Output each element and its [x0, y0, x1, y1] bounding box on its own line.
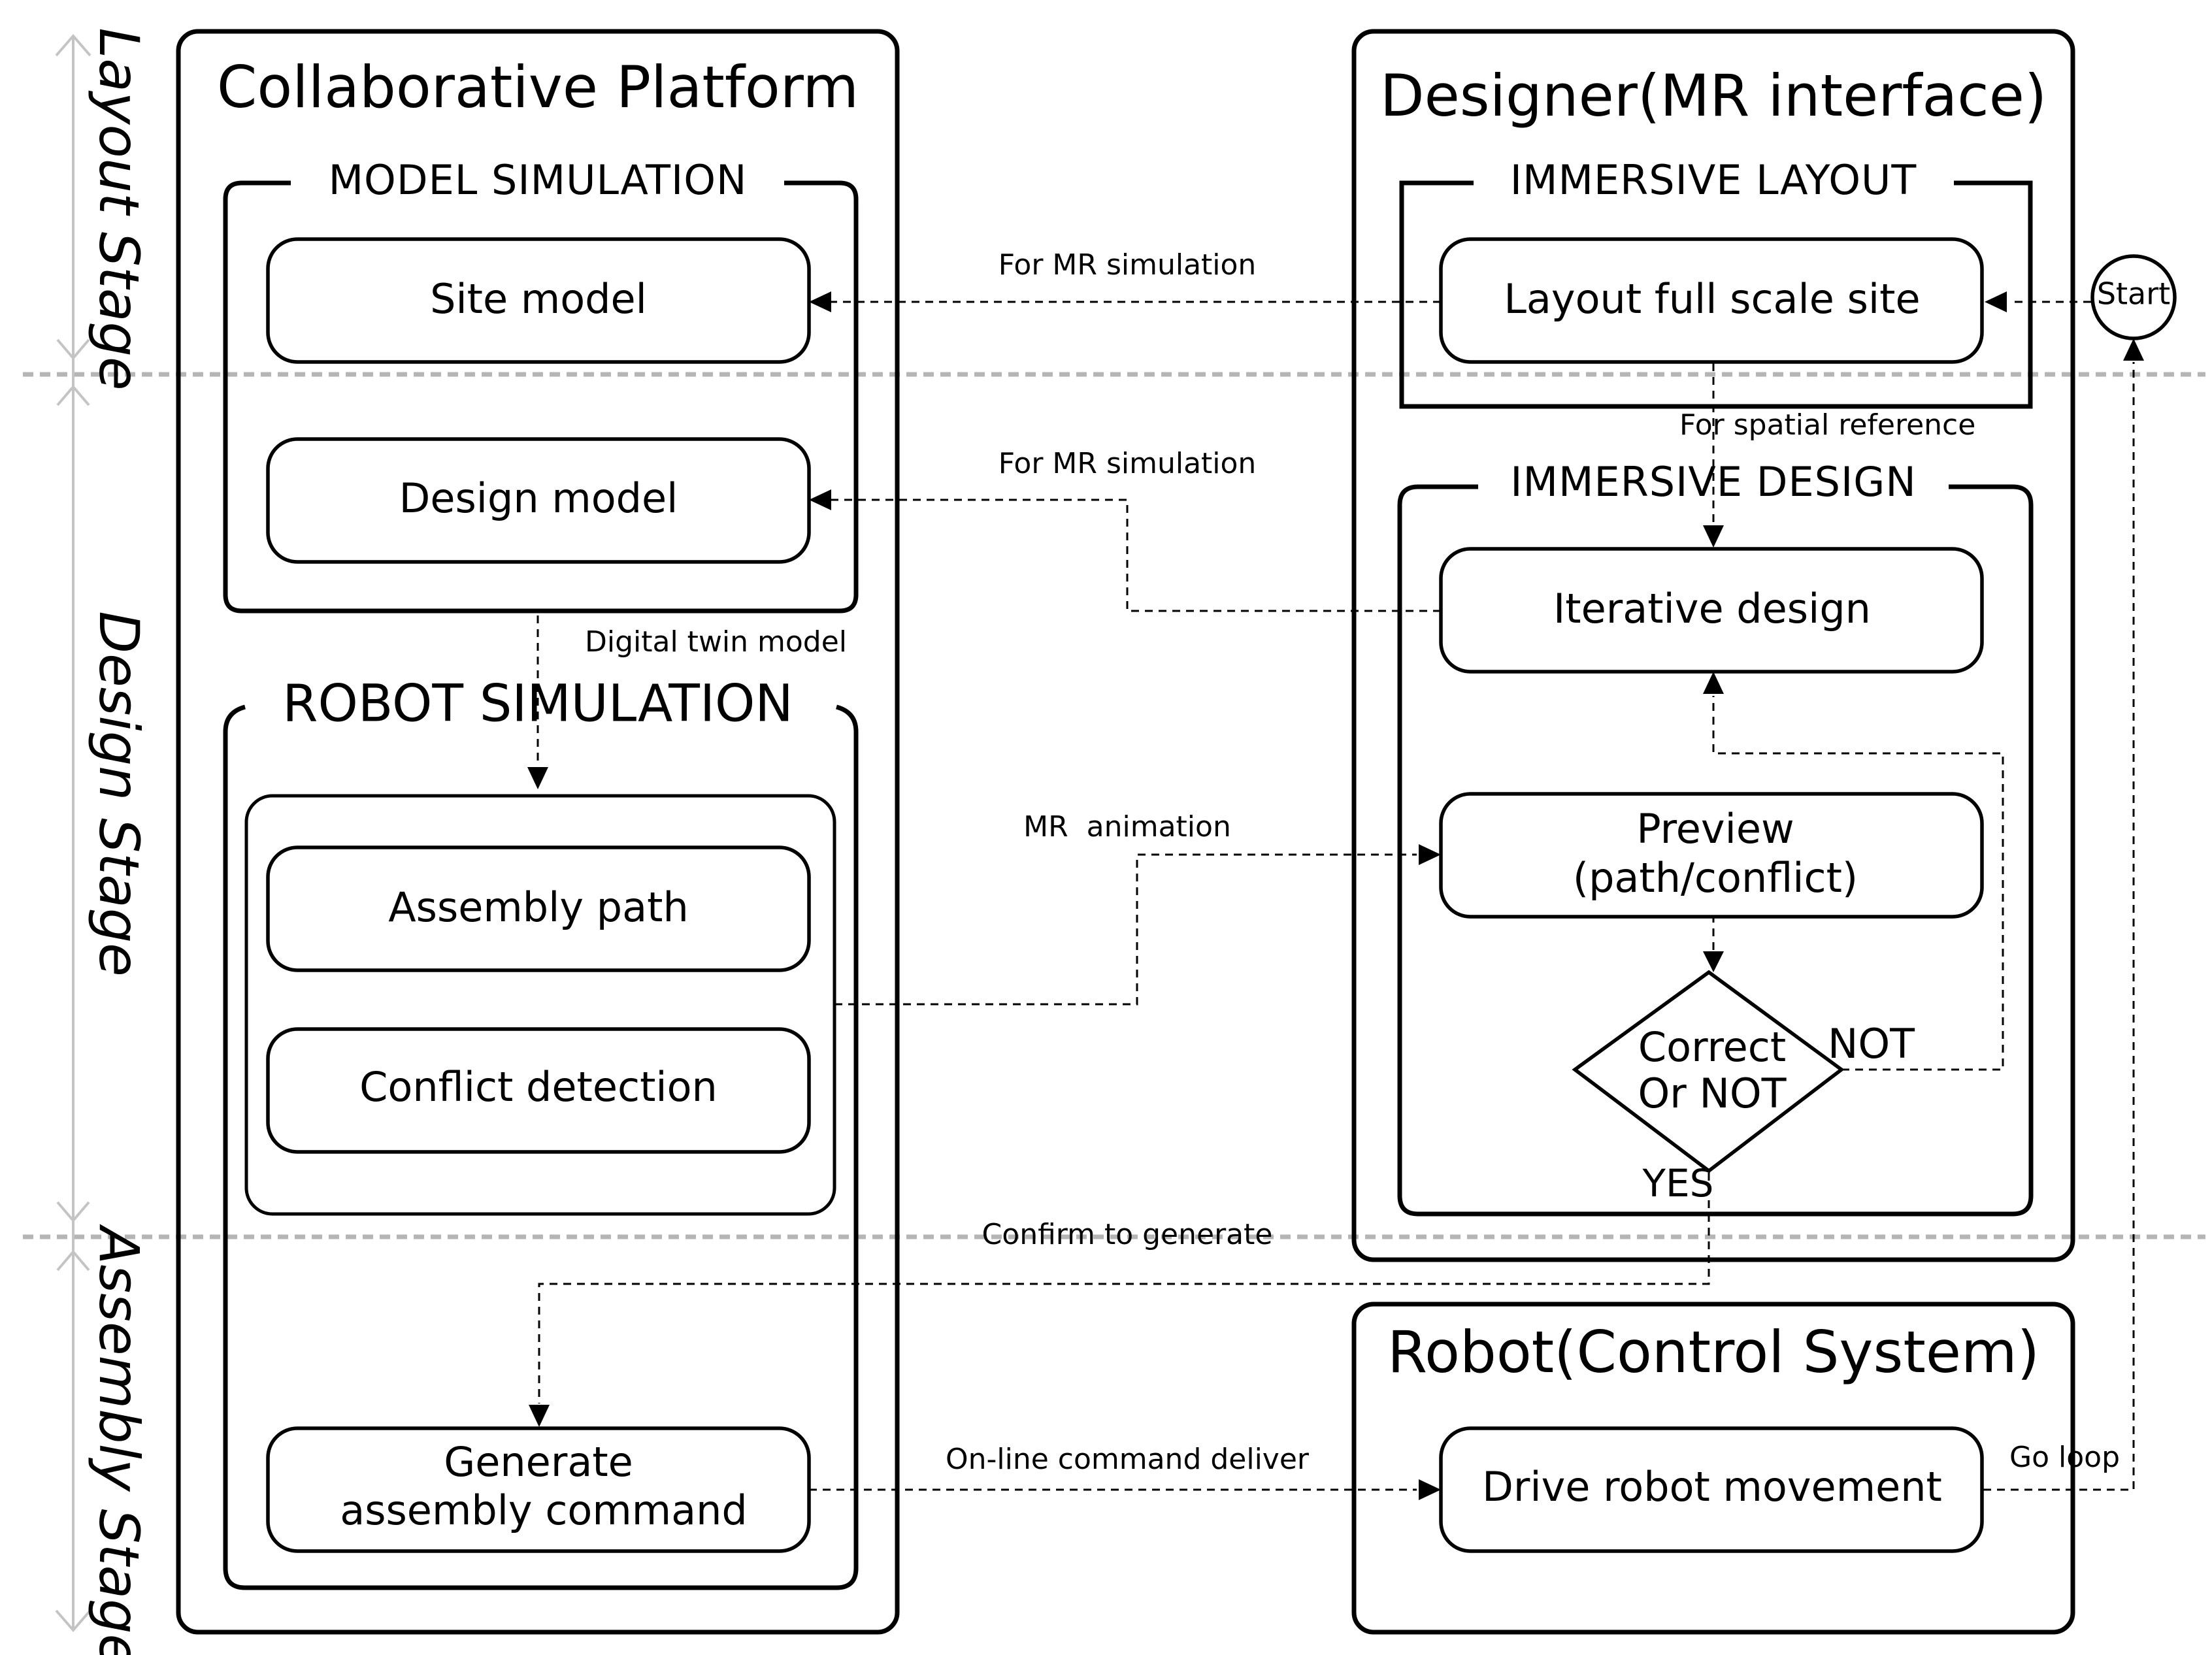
edge-not-loop-arrowhead	[1703, 672, 1724, 694]
node-drive-robot-movement-label: Drive robot movement	[1482, 1463, 1942, 1511]
node-conflict-detection[interactable]	[266, 1027, 811, 1154]
edge-mr-animation-arrowhead	[1419, 844, 1441, 865]
edge-go-loop-arrowhead	[2123, 338, 2144, 361]
lane-title-robot: Robot(Control System)	[1387, 1319, 2039, 1386]
node-site-model[interactable]	[266, 237, 811, 364]
node-site-model-label: Site model	[430, 275, 647, 323]
lane-title-platform: Collaborative Platform	[217, 54, 859, 121]
node-decision-label-line2: Or NOT	[1638, 1070, 1787, 1117]
node-assembly-path[interactable]	[266, 845, 811, 972]
node-decision-label-line1: Correct	[1638, 1023, 1786, 1071]
edge-preview-to-decision-arrowhead	[1703, 951, 1724, 972]
node-generate-label-line2: assembly command	[340, 1486, 748, 1534]
edge-mr-animation	[834, 853, 1417, 1006]
group-title-model-simulation: MODEL SIMULATION	[329, 156, 748, 204]
stage-label-layout: Layout Stage	[87, 28, 151, 391]
lane-collaborative-platform	[176, 29, 900, 1635]
edge-iterative-to-design-model	[829, 499, 1441, 612]
edge-digital-twin-arrowhead	[527, 767, 548, 789]
node-preview-label-line1: Preview	[1636, 805, 1794, 853]
group-immersive-design: IMMERSIVE DESIGN	[1397, 458, 2034, 1217]
stage-label-design: Design Stage	[87, 611, 151, 976]
node-decision-correct-or-not[interactable]	[1572, 970, 1845, 1173]
edge-label-for-mr-simulation-design: For MR simulation	[999, 447, 1257, 480]
edge-label-yes: YES	[1642, 1161, 1714, 1205]
lane-designer-mr-interface	[1351, 29, 2075, 1262]
node-conflict-detection-label: Conflict detection	[359, 1063, 718, 1111]
edge-confirm-to-generate	[538, 1173, 1710, 1403]
stage-label-assembly: Assembly Stage	[87, 1224, 151, 1655]
node-preview[interactable]	[1439, 792, 1984, 919]
node-design-model-label: Design model	[399, 474, 678, 522]
edge-layout-to-site-model-arrowhead	[809, 291, 831, 312]
edge-label-not: NOT	[1828, 1020, 1915, 1068]
edge-start-to-layout-arrowhead	[1985, 291, 2007, 312]
edge-online-command-arrowhead	[1419, 1479, 1441, 1500]
stage-bracket	[55, 33, 91, 1633]
node-preview-label-line2: (path/conflict)	[1573, 854, 1858, 902]
edge-iterative-to-design-model-arrowhead	[809, 489, 831, 510]
lane-robot-control-system	[1351, 1302, 2075, 1635]
edge-spatial-reference-arrowhead	[1703, 525, 1724, 548]
edge-label-mr-animation: MR animation	[1023, 810, 1231, 844]
node-drive-robot-movement[interactable]	[1439, 1426, 1984, 1553]
edge-label-digital-twin-model: Digital twin model	[585, 625, 847, 659]
group-model-simulation: MODEL SIMULATION	[223, 156, 859, 614]
edge-label-go-loop: Go loop	[2009, 1441, 2120, 1474]
edge-label-confirm-to-generate: Confirm to generate	[982, 1218, 1273, 1251]
node-assembly-path-label: Assembly path	[388, 883, 689, 931]
edge-label-for-spatial-reference: For spatial reference	[1679, 408, 1975, 442]
edge-label-online-command-deliver: On-line command deliver	[946, 1443, 1310, 1476]
node-iterative-design-label: Iterative design	[1553, 585, 1871, 632]
group-immersive-layout: IMMERSIVE LAYOUT	[1399, 156, 2033, 409]
node-start[interactable]	[2090, 254, 2177, 340]
node-iterative-design[interactable]	[1439, 547, 1984, 674]
lane-title-designer: Designer(MR interface)	[1380, 62, 2047, 129]
node-start-label: Start	[2097, 276, 2170, 312]
edge-label-for-mr-simulation-site: For MR simulation	[999, 248, 1257, 282]
node-generate-label-line1: Generate	[444, 1438, 633, 1486]
node-generate-assembly-command[interactable]	[266, 1426, 811, 1553]
node-layout-full-scale-site[interactable]	[1439, 237, 1984, 364]
edge-confirm-to-generate-arrowhead	[529, 1405, 550, 1427]
node-layout-full-scale-site-label: Layout full scale site	[1504, 275, 1920, 323]
group-title-immersive-layout: IMMERSIVE LAYOUT	[1510, 156, 1917, 204]
node-design-model[interactable]	[266, 437, 811, 564]
edge-not-loop	[1712, 696, 2004, 1071]
